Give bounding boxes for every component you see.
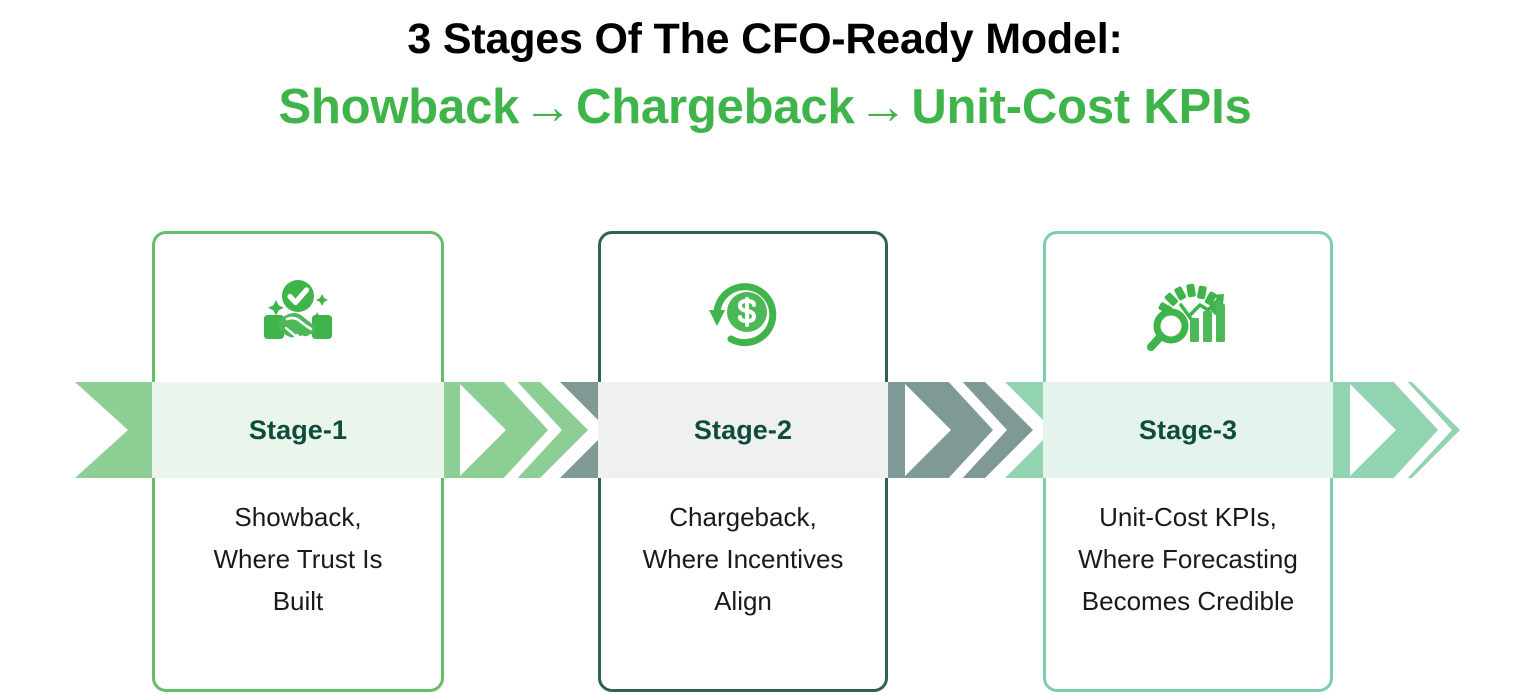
stage-2-label: Stage-2 xyxy=(693,414,793,445)
stage-2-desc-line-3: Align xyxy=(714,586,772,616)
stage-2-description: Chargeback, Where Incentives Align xyxy=(607,496,879,622)
stage-card-3[interactable]: Stage-3 Unit-Cost KPIs, Where Forecastin… xyxy=(1043,231,1333,692)
stage-1-label-strip: Stage-1 xyxy=(152,382,444,478)
stage-3-desc-line-1: Unit-Cost KPIs, xyxy=(1099,502,1277,532)
stage-2-label-strip: Stage-2 xyxy=(598,382,888,478)
stage-3-desc-line-3: Becomes Credible xyxy=(1081,586,1295,616)
stage-1-desc-line-2: Where Trust Is xyxy=(213,544,383,574)
stage-3-label-strip: Stage-3 xyxy=(1043,382,1333,478)
title-stage-1-word: Showback xyxy=(278,80,520,134)
gauge-analytics-icon xyxy=(1046,268,1330,360)
title-stage-3-word: Unit-Cost KPIs xyxy=(911,80,1252,134)
title-stage-2-word: Chargeback xyxy=(576,80,855,134)
handshake-check-icon xyxy=(155,268,441,360)
stage-3-description: Unit-Cost KPIs, Where Forecasting Become… xyxy=(1052,496,1324,622)
stage-card-1[interactable]: Stage-1 Showback, Where Trust Is Built xyxy=(152,231,444,692)
title-arrow-1-icon: → xyxy=(523,80,573,134)
stage-2-desc-line-1: Chargeback, xyxy=(669,502,817,532)
stage-1-desc-line-1: Showback, xyxy=(234,502,362,532)
stage-1-desc-line-3: Built xyxy=(272,586,324,616)
band-chevron-separators xyxy=(503,382,1452,478)
title-line-primary: 3 Stages Of The CFO-Ready Model: xyxy=(407,15,1123,63)
title-arrow-2-icon: → xyxy=(858,80,908,134)
stage-2-desc-line-2: Where Incentives xyxy=(642,544,844,574)
stage-3-label: Stage-3 xyxy=(1138,414,1238,445)
dollar-refresh-icon xyxy=(601,268,885,360)
stage-3-desc-line-2: Where Forecasting xyxy=(1078,544,1298,574)
stage-1-label: Stage-1 xyxy=(248,414,348,445)
page-title: 3 Stages Of The CFO-Ready Model: Showbac… xyxy=(0,8,1530,144)
title-line-secondary: Showback→Chargeback→Unit-Cost KPIs xyxy=(0,70,1530,144)
stage-1-description: Showback, Where Trust Is Built xyxy=(161,496,435,622)
stage-card-2[interactable]: Stage-2 Chargeback, Where Incentives Ali… xyxy=(598,231,888,692)
